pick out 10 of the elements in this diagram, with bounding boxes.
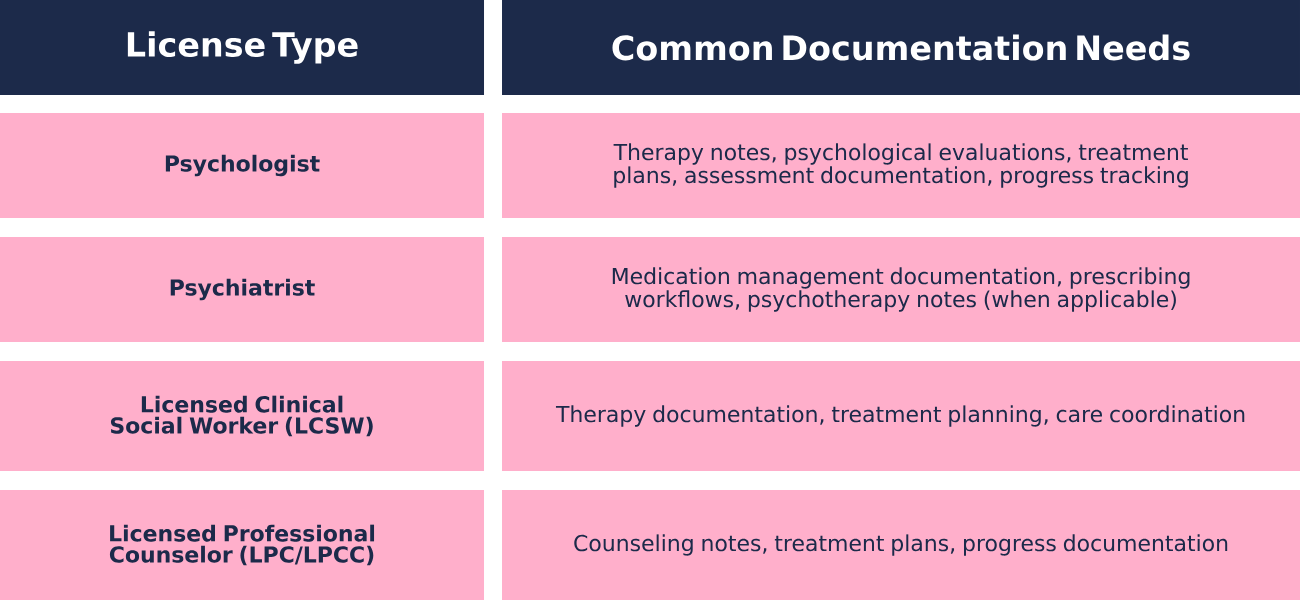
table-cell: Therapy documentation, treatment planning, care coordination — [502, 361, 1300, 471]
table-cell: Counseling notes, treatment plans, progress documentation — [502, 490, 1300, 600]
header-cell: License Type — [0, 0, 484, 95]
table-cell: Psychologist — [0, 113, 484, 218]
table-cell: Medication management documentation, prescribing workflows, psychotherapy notes (when applicable) — [502, 237, 1300, 342]
table-cell: Psychiatrist — [0, 237, 484, 342]
table-cell: Licensed Professional Counselor (LPC/LPCC) — [0, 490, 484, 600]
table-cell: Therapy notes, psychological evaluations, treatment plans, assessment documentation, progress tracking — [502, 113, 1300, 218]
table-cell: Licensed Clinical Social Worker (LCSW) — [0, 361, 484, 471]
header-cell: Common Documentation Needs — [502, 0, 1300, 95]
